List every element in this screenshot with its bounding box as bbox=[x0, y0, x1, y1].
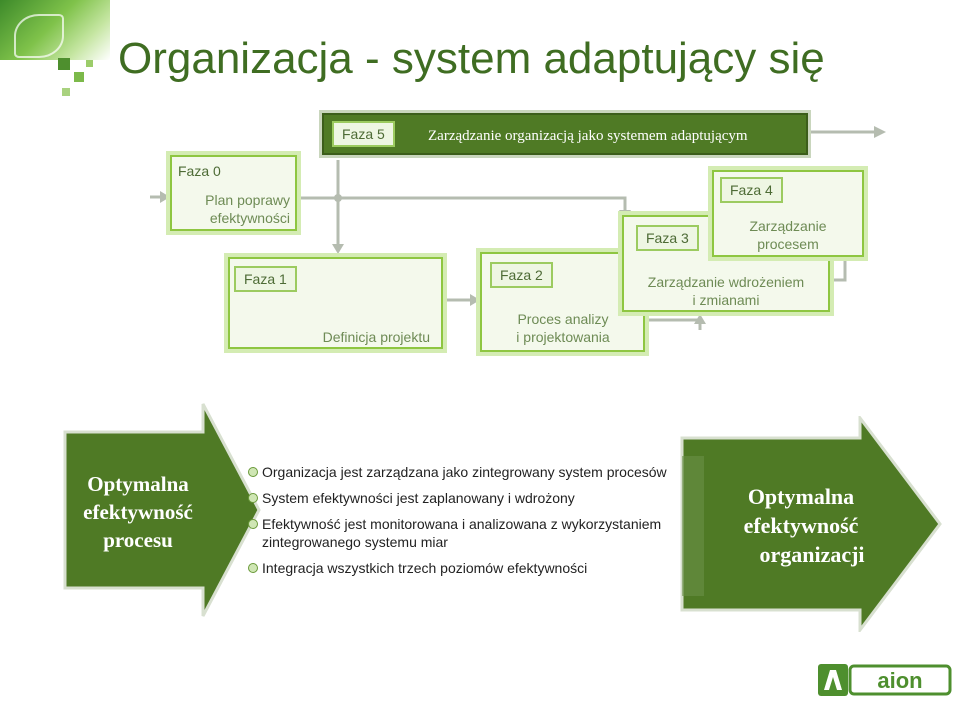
phase5-label: Zarządzanie organizacją jako systemem ad… bbox=[428, 128, 748, 144]
phase2-tag: Faza 2 bbox=[490, 262, 553, 288]
square-decoration bbox=[74, 72, 84, 82]
leaf-icon bbox=[14, 14, 64, 58]
phase3-label-1: Zarządzanie wdrożeniem bbox=[647, 274, 805, 290]
phase0-label-2: efektywności bbox=[209, 210, 290, 226]
square-decoration bbox=[86, 60, 93, 67]
organization-efficiency-line2: efektywność bbox=[743, 513, 859, 538]
phase1-label: Definicja projektu bbox=[322, 329, 430, 345]
organization-efficiency-arrow bbox=[680, 416, 942, 632]
bullet-dot-icon bbox=[248, 467, 258, 477]
process-efficiency-label: Optymalna efektywność procesu bbox=[68, 470, 208, 554]
list-item: System efektywności jest zaplanowany i w… bbox=[248, 489, 688, 507]
phase1-tag: Faza 1 bbox=[234, 266, 297, 292]
phase3-label-2: i zmianami bbox=[692, 292, 760, 308]
organization-efficiency-line3: organizacji bbox=[759, 542, 865, 567]
bullet-dot-icon bbox=[248, 493, 258, 503]
corner-decoration bbox=[0, 0, 110, 60]
organization-efficiency-line1: Optymalna bbox=[747, 484, 855, 509]
phase0-box bbox=[170, 155, 297, 231]
phase2-label-2: i projektowania bbox=[516, 329, 610, 345]
list-item: Integracja wszystkich trzech poziomów ef… bbox=[248, 559, 688, 577]
aion-logo: aion bbox=[818, 662, 952, 698]
process-efficiency-arrow bbox=[63, 403, 261, 617]
phase4-tag: Faza 4 bbox=[720, 177, 783, 203]
phase5-tag: Faza 5 bbox=[332, 121, 395, 147]
phase4-label-2: procesem bbox=[757, 236, 819, 252]
phase0-tag: Faza 0 bbox=[178, 163, 221, 179]
phase3-tag: Faza 3 bbox=[636, 225, 699, 251]
bullet-list: Organizacja jest zarządzana jako zintegr… bbox=[248, 463, 688, 585]
process-efficiency-line1: Optymalna bbox=[87, 472, 189, 496]
phase0-label-1: Plan poprawy bbox=[205, 192, 290, 208]
list-item: Organizacja jest zarządzana jako zintegr… bbox=[248, 463, 688, 481]
bullet-dot-icon bbox=[248, 563, 258, 573]
process-efficiency-line2: efektywność bbox=[83, 500, 193, 524]
page-title: Organizacja - system adaptujący się bbox=[118, 34, 825, 83]
phase2-label-1: Proces analizy bbox=[517, 311, 609, 327]
square-decoration bbox=[58, 58, 70, 70]
svg-text:aion: aion bbox=[877, 668, 922, 693]
phase4-label-1: Zarządzanie bbox=[749, 218, 827, 234]
square-decoration bbox=[62, 88, 70, 96]
list-item: Efektywność jest monitorowana i analizow… bbox=[248, 515, 688, 551]
process-efficiency-line3: procesu bbox=[103, 528, 173, 552]
bullet-dot-icon bbox=[248, 519, 258, 529]
organization-efficiency-label: Optymalna efektywność organizacji bbox=[712, 482, 890, 569]
phase5-box bbox=[322, 113, 808, 155]
